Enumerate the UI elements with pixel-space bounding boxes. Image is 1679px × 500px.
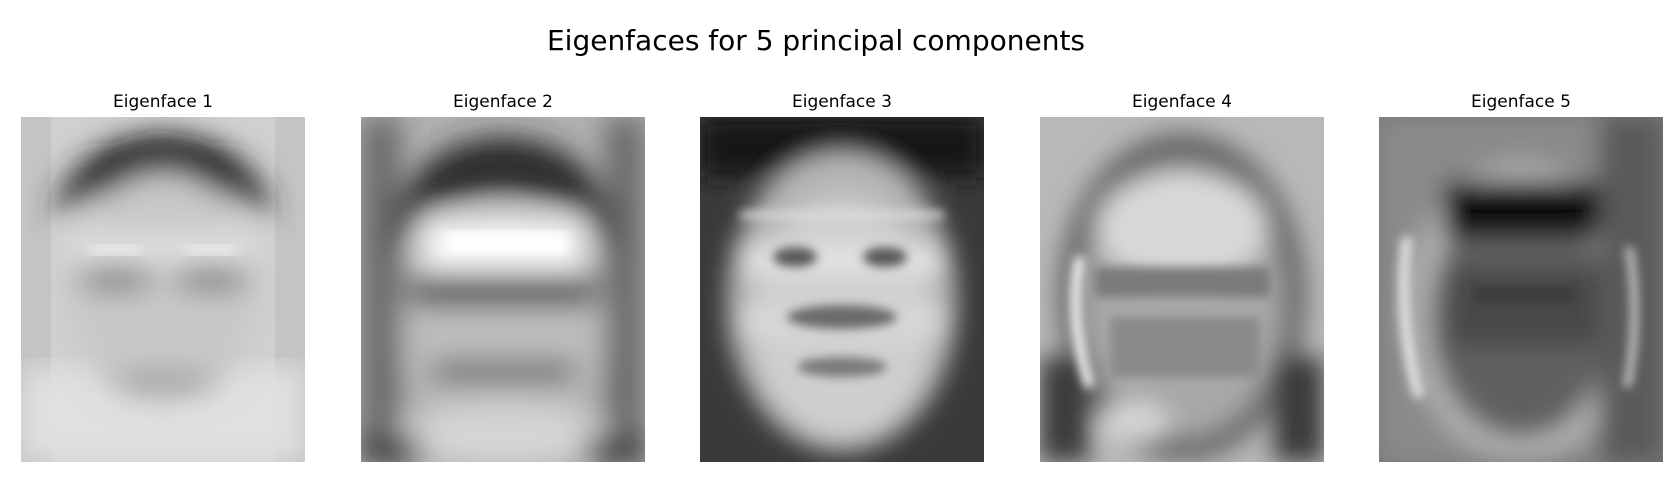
- panel-title-5: Eigenface 5: [1471, 92, 1571, 112]
- eigenface-image-4: [1040, 117, 1324, 462]
- eigenface-image-2: [361, 117, 645, 462]
- eigenface-image-5: [1379, 117, 1663, 462]
- panel-title-3: Eigenface 3: [792, 92, 892, 112]
- panel-title-1: Eigenface 1: [113, 92, 213, 112]
- eigenface-panel-5: Eigenface 5: [1379, 92, 1663, 462]
- eigenface-panel-1: Eigenface 1: [21, 92, 305, 462]
- eigenface-image-1: [21, 117, 305, 462]
- figure-title: Eigenfaces for 5 principal components: [546, 24, 1086, 57]
- eigenface-panel-3: Eigenface 3: [700, 92, 984, 462]
- eigenface-panel-4: Eigenface 4: [1040, 92, 1324, 462]
- eigenface-panel-2: Eigenface 2: [361, 92, 645, 462]
- panel-title-2: Eigenface 2: [453, 92, 553, 112]
- panel-title-4: Eigenface 4: [1132, 92, 1232, 112]
- eigenface-image-3: [700, 117, 984, 462]
